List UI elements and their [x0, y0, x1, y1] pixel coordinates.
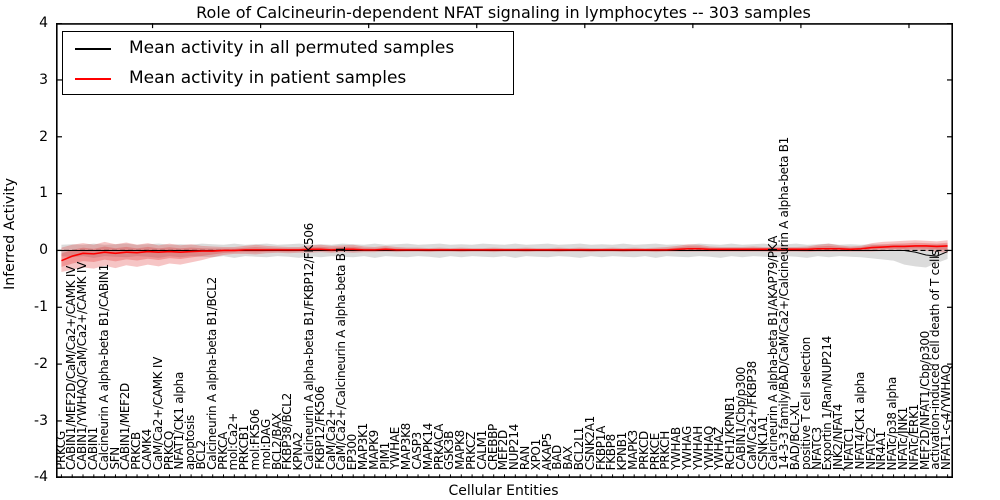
- chart-title: Role of Calcineurin-dependent NFAT signa…: [196, 3, 811, 22]
- permuted-line-sample-icon: [75, 47, 111, 50]
- y-tick-label: 3: [39, 71, 48, 88]
- legend: Mean activity in all permuted samples Me…: [62, 31, 514, 95]
- patient-band-outer: [60, 240, 948, 273]
- y-tick-label: 1: [39, 185, 48, 202]
- y-tick-label: 0: [39, 242, 48, 259]
- x-tick-label: Calcineurin A alpha-beta B1/CABIN1: [96, 263, 111, 470]
- y-tick-label: 4: [39, 15, 48, 31]
- patient-line-sample-icon: [75, 77, 111, 80]
- y-tick-label: -3: [34, 412, 48, 429]
- legend-label-permuted: Mean activity in all permuted samples: [129, 38, 455, 58]
- plot-frame: [55, 23, 953, 478]
- x-axis-label: Cellular Entities: [448, 483, 559, 499]
- y-tick-label: -2: [34, 355, 48, 372]
- y-tick-label: 2: [39, 128, 48, 145]
- legend-item-patient: Mean activity in patient samples: [63, 65, 513, 92]
- x-tick-label: NFAT1-c-4/YWHAQ: [939, 364, 954, 470]
- patient-mean-line: [60, 245, 948, 262]
- plot-area: [55, 23, 953, 478]
- legend-label-patient: Mean activity in patient samples: [129, 68, 407, 88]
- y-tick-label: -4: [34, 469, 48, 486]
- y-tick-label: -1: [34, 299, 48, 315]
- legend-item-permuted: Mean activity in all permuted samples: [63, 35, 513, 62]
